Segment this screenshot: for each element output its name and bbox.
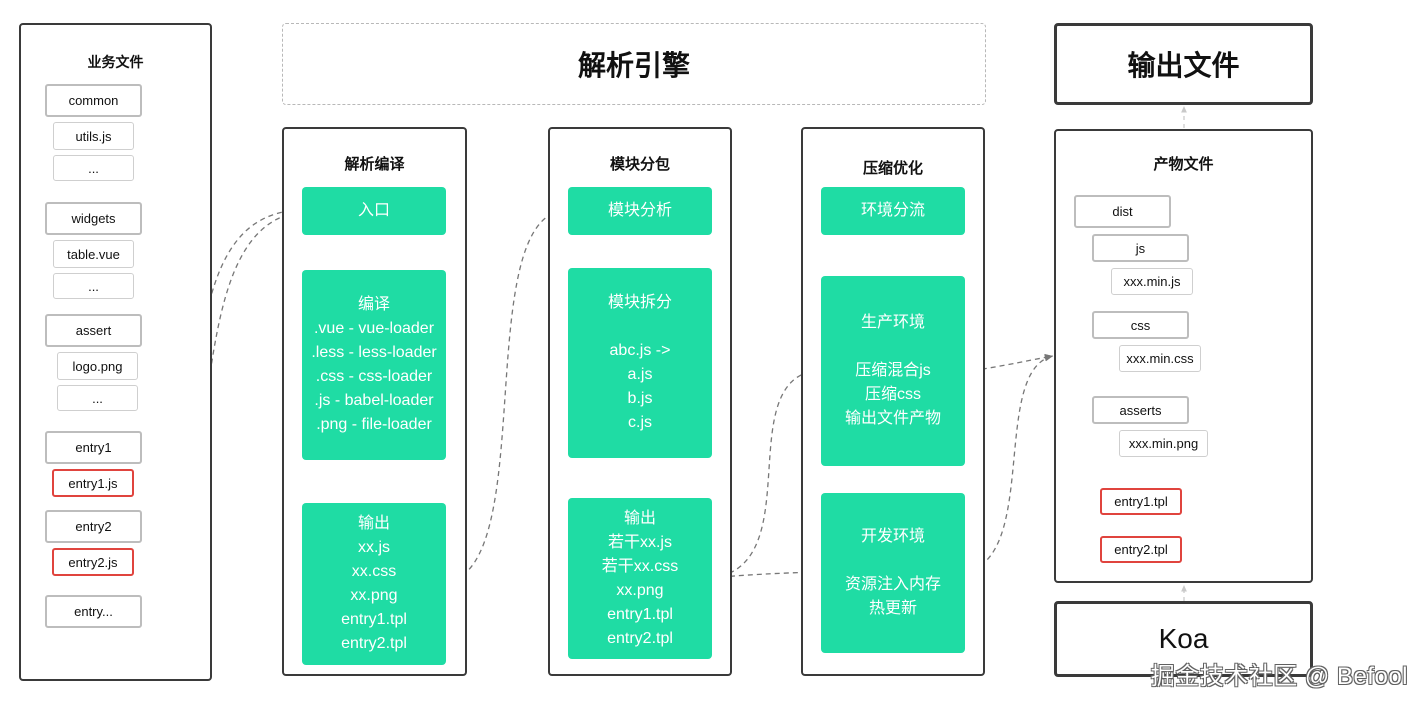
dev-env-line: 资源注入内存 xyxy=(844,576,941,593)
artifact-css[interactable]: css xyxy=(1092,311,1189,339)
file-logo-png[interactable]: logo.png xyxy=(57,352,138,380)
compile-title: 编译 xyxy=(357,296,390,313)
artifact-js[interactable]: js xyxy=(1092,234,1189,262)
module-split-line: b.js xyxy=(627,390,653,407)
module-analysis-box[interactable]: 模块分析 xyxy=(568,187,712,235)
output-files-title: 输出文件 xyxy=(1127,50,1240,81)
file-ellipsis-1[interactable]: ... xyxy=(53,155,134,181)
file-ellipsis-2[interactable]: ... xyxy=(53,273,134,299)
file-entry2[interactable]: entry2 xyxy=(45,510,142,543)
entry-box[interactable]: 入口 xyxy=(302,187,446,235)
file-widgets[interactable]: widgets xyxy=(45,202,142,235)
file-assert[interactable]: assert xyxy=(45,314,142,347)
module-analysis-label: 模块分析 xyxy=(607,202,672,219)
compile-output-title: 输出 xyxy=(357,515,390,532)
koa-box: Koa xyxy=(1054,601,1313,677)
compile-box[interactable]: 编译 .vue - vue-loader .less - less-loader… xyxy=(302,270,446,460)
business-files-title: 业务文件 xyxy=(87,54,144,70)
module-output-box[interactable]: 输出 若干xx.js 若干xx.css xx.png entry1.tpl en… xyxy=(568,498,712,659)
module-output-title: 输出 xyxy=(623,509,656,527)
artifact-xxx-min-png[interactable]: xxx.min.png xyxy=(1119,430,1208,457)
file-entry1-js[interactable]: entry1.js xyxy=(52,469,134,497)
module-output-item: entry2.tpl xyxy=(607,629,673,647)
file-entry2-js[interactable]: entry2.js xyxy=(52,548,134,576)
module-output-item: entry1.tpl xyxy=(607,605,673,623)
prod-env-title: 生产环境 xyxy=(860,314,925,331)
compile-line-vue: .vue - vue-loader xyxy=(313,320,435,337)
compile-line-css: .css - css-loader xyxy=(315,368,433,385)
module-output-item: 若干xx.css xyxy=(601,557,679,575)
file-utils-js[interactable]: utils.js xyxy=(53,122,134,150)
env-split-label: 环境分流 xyxy=(860,202,925,219)
artifact-entry1-tpl[interactable]: entry1.tpl xyxy=(1100,488,1182,515)
engine-title: 解析引擎 xyxy=(577,50,690,81)
artifact-xxx-min-js[interactable]: xxx.min.js xyxy=(1111,268,1193,295)
file-common[interactable]: common xyxy=(45,84,142,117)
module-split-title: 模块分包 xyxy=(609,156,670,173)
dev-env-line: 热更新 xyxy=(868,600,917,617)
dev-env-title: 开发环境 xyxy=(860,528,925,545)
prod-env-line: 压缩混合js xyxy=(855,362,931,379)
dev-env-box[interactable]: 开发环境 资源注入内存 热更新 xyxy=(821,493,965,653)
file-ellipsis-3[interactable]: ... xyxy=(57,385,138,411)
compile-output-item: entry1.tpl xyxy=(341,611,407,628)
file-entry1[interactable]: entry1 xyxy=(45,431,142,464)
module-split-line: abc.js -> xyxy=(609,342,671,359)
compile-output-item: xx.png xyxy=(350,587,398,604)
artifact-asserts[interactable]: asserts xyxy=(1092,396,1189,424)
file-table-vue[interactable]: table.vue xyxy=(53,240,134,268)
compile-line-less: .less - less-loader xyxy=(311,344,437,361)
prod-env-box[interactable]: 生产环境 压缩混合js 压缩css 输出文件产物 xyxy=(821,276,965,466)
entry-label: 入口 xyxy=(357,202,390,219)
module-split-line: a.js xyxy=(627,366,653,383)
file-entry-more[interactable]: entry... xyxy=(45,595,142,628)
compile-line-png: .png - file-loader xyxy=(316,416,432,433)
parse-compile-title: 解析编译 xyxy=(344,156,405,173)
compile-output-item: xx.js xyxy=(358,539,390,556)
artifact-dist[interactable]: dist xyxy=(1074,195,1171,228)
compile-output-item: xx.css xyxy=(351,563,397,580)
module-output-item: 若干xx.js xyxy=(607,533,672,551)
koa-label: Koa xyxy=(1158,623,1209,654)
compress-opt-title: 压缩优化 xyxy=(862,160,923,177)
output-files-box: 输出文件 xyxy=(1054,23,1313,105)
env-split-box[interactable]: 环境分流 xyxy=(821,187,965,235)
artifact-entry2-tpl[interactable]: entry2.tpl xyxy=(1100,536,1182,563)
prod-env-line: 压缩css xyxy=(864,386,921,403)
module-split-line: c.js xyxy=(628,414,652,431)
artifact-xxx-min-css[interactable]: xxx.min.css xyxy=(1119,345,1201,372)
compile-line-js: .js - babel-loader xyxy=(314,392,434,409)
compile-output-box[interactable]: 输出 xx.js xx.css xx.png entry1.tpl entry2… xyxy=(302,503,446,665)
compile-output-item: entry2.tpl xyxy=(341,635,407,652)
artifacts-title: 产物文件 xyxy=(1153,156,1214,173)
prod-env-line: 输出文件产物 xyxy=(844,410,941,427)
module-output-item: xx.png xyxy=(616,581,664,599)
watermark: 掘金技术社区 @ Befool xyxy=(1150,663,1408,690)
engine-title-box: 解析引擎 xyxy=(282,23,986,105)
module-split-box[interactable]: 模块拆分 abc.js -> a.js b.js c.js xyxy=(568,268,712,458)
module-split-box-title: 模块拆分 xyxy=(607,294,672,311)
